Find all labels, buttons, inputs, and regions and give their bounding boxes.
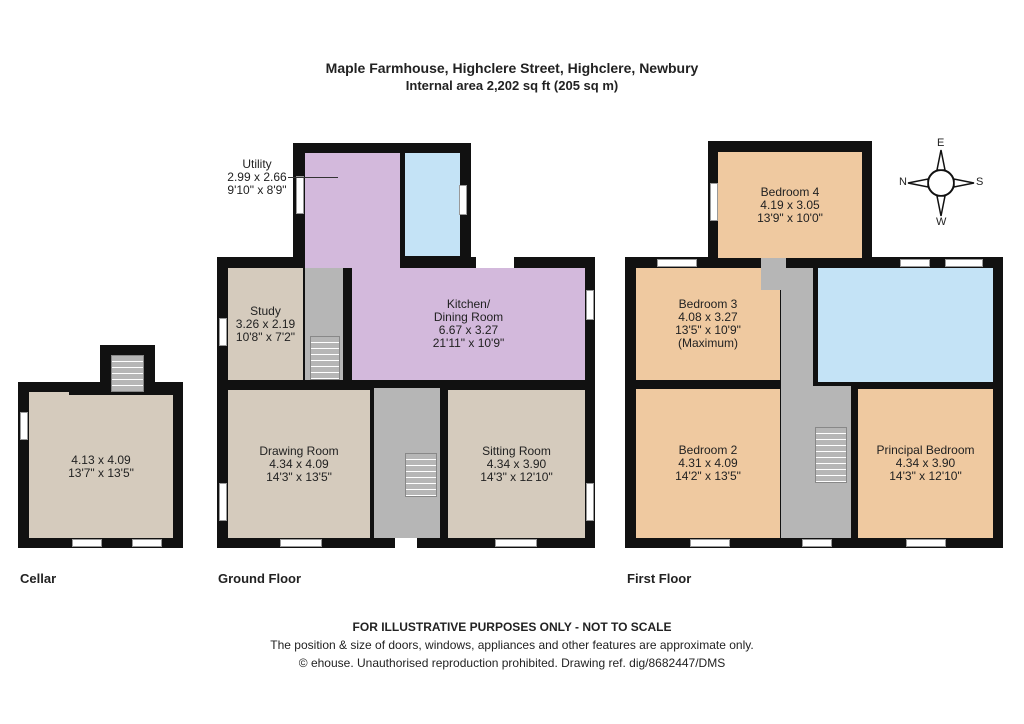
room-size-metric: 4.13 x 4.09 <box>71 452 131 467</box>
room-size-imperial: 21'11" x 10'9" <box>432 336 505 350</box>
room-drawing-room: Drawing Room 4.34 x 4.09 14'3" x 13'5" <box>228 390 370 538</box>
compass-south: S <box>976 176 984 188</box>
stairs <box>310 336 340 380</box>
room-size-imperial: 9'10" x 8'9" <box>227 183 287 197</box>
window <box>657 259 697 267</box>
window <box>495 539 537 547</box>
room-kitchen-dining: Kitchen/ Dining Room 6.67 x 3.27 21'11" … <box>352 268 585 380</box>
window <box>20 412 28 440</box>
room-study: Study 3.26 x 2.19 10'8" x 7'2" <box>228 268 303 380</box>
floor-label-ground: Ground Floor <box>218 571 302 586</box>
window <box>906 539 946 547</box>
utility-label: Utility 2.99 x 2.66 9'10" x 8'9" <box>222 158 292 197</box>
bathroom-ensuite <box>818 268 993 382</box>
room-sitting-room: Sitting Room 4.34 x 3.90 14'3" x 12'10" <box>448 390 585 538</box>
disclaimer: FOR ILLUSTRATIVE PURPOSES ONLY - NOT TO … <box>352 620 672 634</box>
room-note: (Maximum) <box>678 336 738 350</box>
room-size-imperial: 10'8" x 7'2" <box>235 329 296 344</box>
compass-west: W <box>936 216 947 228</box>
room-bedroom-4: Bedroom 4 4.19 x 3.05 13'9" x 10'0" <box>718 152 862 258</box>
room-size-metric: 4.34 x 3.90 <box>895 456 956 470</box>
compass-rose-icon <box>907 149 975 217</box>
stairs <box>405 453 437 497</box>
compass: E N S W <box>895 136 990 231</box>
compass-east: E <box>937 137 945 149</box>
window <box>710 183 718 221</box>
room-name: Bedroom 4 <box>760 184 820 199</box>
room-name: Study <box>250 303 281 318</box>
floor-label-cellar: Cellar <box>20 571 57 586</box>
stairs <box>815 427 847 483</box>
room-size-imperial: 13'7" x 13'5" <box>68 465 134 480</box>
window <box>219 318 227 346</box>
window <box>280 539 322 547</box>
window <box>802 539 832 547</box>
approximation-note: The position & size of doors, windows, a… <box>270 638 754 652</box>
room-size-metric: 3.26 x 2.19 <box>235 316 296 331</box>
room-cellar: 4.13 x 4.09 13'7" x 13'5" <box>29 395 173 538</box>
room-size-metric: 4.31 x 4.09 <box>678 456 738 470</box>
french-doors[interactable] <box>476 256 514 268</box>
internal-area: Internal area 2,202 sq ft (205 sq m) <box>405 78 619 93</box>
room-name: Utility <box>242 157 272 171</box>
compass-north: N <box>899 176 907 188</box>
room-size-metric: 2.99 x 2.66 <box>227 170 287 184</box>
room-size-metric: 4.34 x 4.09 <box>269 456 329 471</box>
room-name: Bedroom 2 <box>678 443 738 457</box>
window <box>900 259 930 267</box>
room-size-imperial: 14'3" x 13'5" <box>266 469 332 484</box>
landing-nook <box>761 258 786 290</box>
room-size-metric: 4.34 x 3.90 <box>486 456 547 471</box>
window <box>72 539 102 547</box>
room-size-imperial: 14'2" x 13'5" <box>675 469 741 483</box>
room-size-metric: 4.08 x 3.27 <box>678 310 738 324</box>
room-bedroom-3: Bedroom 3 4.08 x 3.27 13'5" x 10'9" (Max… <box>636 268 780 380</box>
room-size-metric: 6.67 x 3.27 <box>438 323 499 337</box>
plan-title: Maple Farmhouse, Highclere Street, Highc… <box>325 60 699 76</box>
room-name: Bedroom 3 <box>678 297 738 311</box>
room-name-line2: Dining Room <box>433 310 504 324</box>
room-name: Sitting Room <box>482 443 551 458</box>
window <box>690 539 730 547</box>
room-size-imperial: 14'3" x 12'10" <box>480 469 553 484</box>
room-size-imperial: 13'5" x 10'9" <box>675 323 741 337</box>
copyright: © ehouse. Unauthorised reproduction proh… <box>298 656 726 670</box>
window <box>132 539 162 547</box>
window <box>945 259 983 267</box>
room-utility <box>305 153 400 268</box>
window <box>219 483 227 521</box>
room-size-imperial: 13'9" x 10'0" <box>757 210 823 225</box>
front-door[interactable] <box>395 538 417 549</box>
room-principal-bedroom: Principal Bedroom 4.34 x 3.90 14'3" x 12… <box>858 389 993 538</box>
floor-label-first: First Floor <box>627 571 692 586</box>
room-wc <box>405 153 460 256</box>
window <box>586 483 594 521</box>
stairs <box>111 355 144 392</box>
room-bedroom-2: Bedroom 2 4.31 x 4.09 14'2" x 13'5" <box>636 389 780 538</box>
room-name: Kitchen/ <box>446 297 491 311</box>
room-name: Principal Bedroom <box>876 443 975 457</box>
room-size-imperial: 14'3" x 12'10" <box>889 469 962 483</box>
window <box>586 290 594 320</box>
window <box>459 185 467 215</box>
room-size-metric: 4.19 x 3.05 <box>760 197 820 212</box>
room-name: Drawing Room <box>259 443 339 458</box>
window <box>296 176 304 214</box>
utility-pointer-arrow <box>288 177 338 178</box>
